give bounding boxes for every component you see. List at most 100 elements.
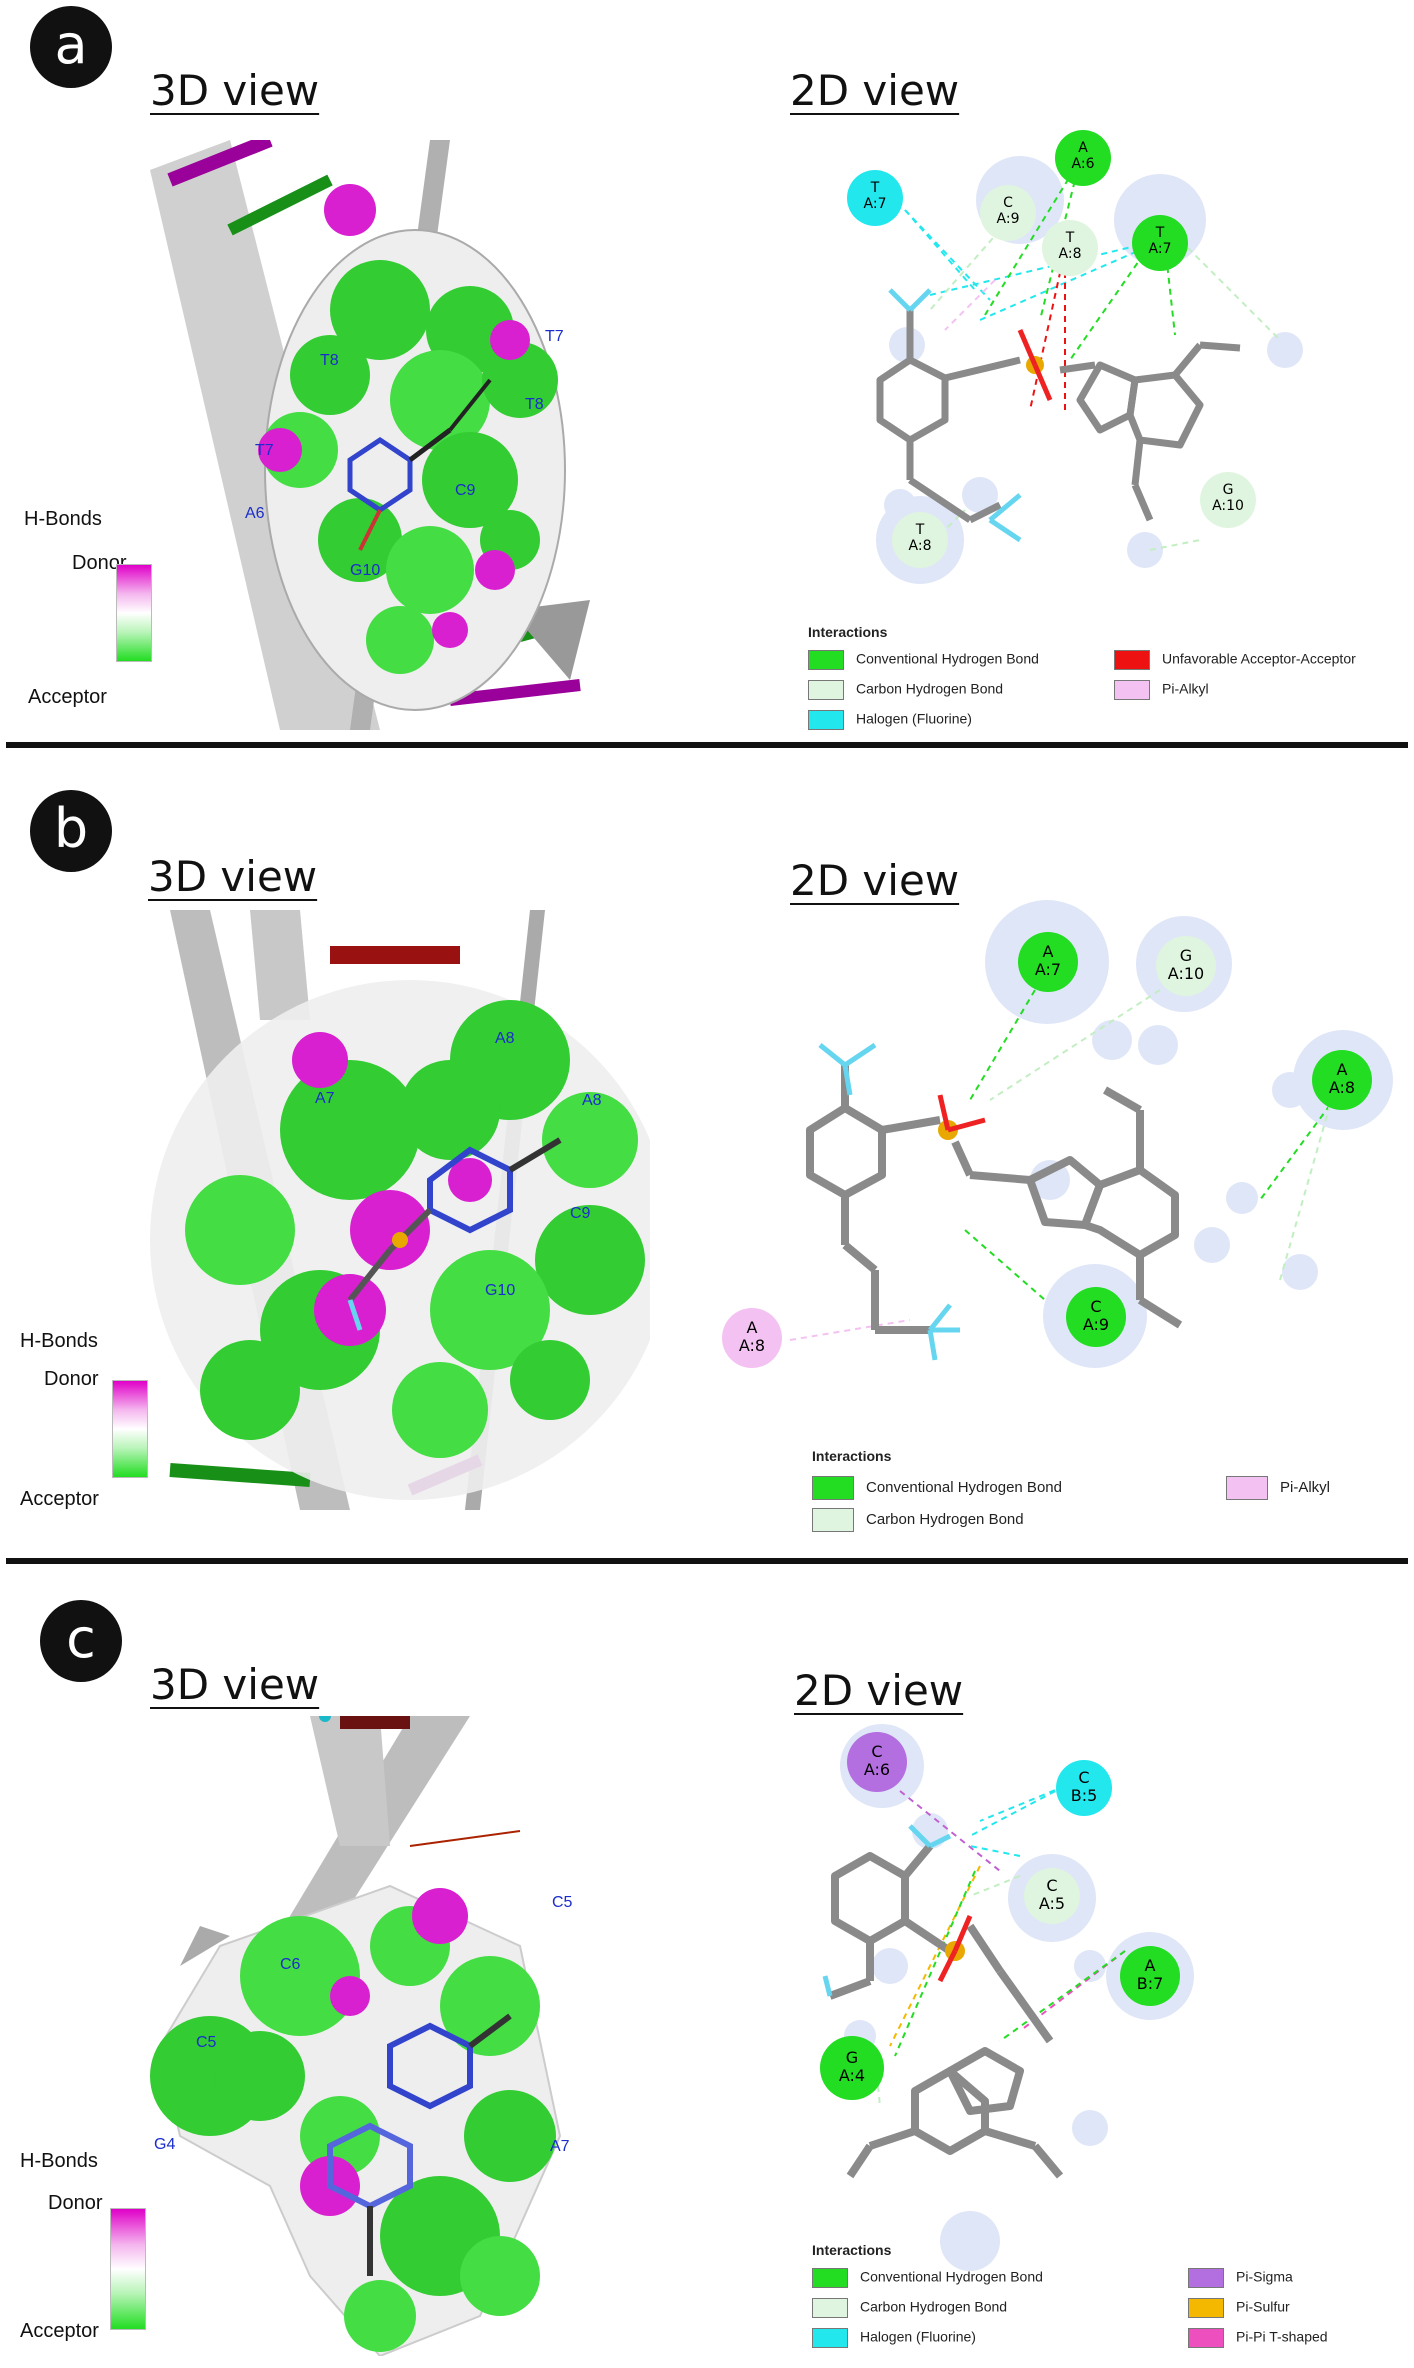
donor-label: Donor [44, 1368, 99, 1390]
residue-label-3d: C9 [455, 482, 476, 499]
title-3d-c: 3D view [150, 1660, 320, 1709]
legend-item: Conventional Hydrogen Bond [812, 2268, 1043, 2288]
residue-id: A:8 [1058, 246, 1082, 262]
hbonds-key-b: H-Bonds Donor Acceptor [20, 1330, 160, 1530]
donor-label: Donor [48, 2192, 103, 2214]
legend-swatch [812, 2328, 848, 2348]
residue-label-3d: A7 [315, 1090, 335, 1107]
residue-chain: A [1144, 1956, 1156, 1975]
residue-label-3d: G10 [350, 562, 381, 579]
panel-a: a 3D view 2D view [0, 0, 1414, 742]
residue-label-3d: C5 [552, 1894, 573, 1911]
residue-chain: T [1155, 225, 1165, 241]
residue-chain: G [1222, 482, 1234, 498]
hbonds-title: H-Bonds [20, 2150, 98, 2172]
hbond-gradient-bar [112, 1380, 148, 1478]
legend-title: Interactions [808, 624, 888, 640]
residue-chain: C [1046, 1876, 1058, 1895]
legend-item: Pi-Alkyl [1226, 1476, 1330, 1500]
residue-label-3d: T7 [255, 442, 274, 459]
legend-swatch [1188, 2268, 1224, 2288]
panel-letter-b: b [30, 790, 112, 872]
legend-item: Halogen (Fluorine) [808, 710, 972, 730]
3d-view-c: C5 C6 C5 G4 A7 [140, 1716, 600, 2356]
donor-label: Donor [72, 552, 127, 574]
residue-chain: T [870, 180, 880, 196]
residue-id: A:7 [1034, 960, 1062, 979]
legend-item: Pi-Alkyl [1114, 680, 1209, 700]
hbond-gradient-bar [116, 564, 152, 662]
residue-label-3d: C5 [196, 2034, 217, 2051]
residue-id: A:8 [1328, 1078, 1356, 1097]
residue-chain: C [1078, 1768, 1090, 1787]
legend-item: Carbon Hydrogen Bond [812, 2298, 1007, 2318]
title-2d-b: 2D view [790, 856, 960, 905]
acceptor-label: Acceptor [20, 2320, 99, 2342]
legend-item: Carbon Hydrogen Bond [808, 680, 1003, 700]
residue-chain: A [1042, 942, 1054, 961]
legend-swatch [812, 1508, 854, 1532]
legend-title: Interactions [812, 2242, 892, 2258]
residue-id: A:10 [1167, 964, 1205, 983]
residue-label-3d: G4 [154, 2136, 176, 2153]
interactions-legend-b: Interactions Conventional Hydrogen Bond … [812, 1448, 1372, 1548]
residue-id: A:7 [1148, 241, 1172, 257]
legend-item: Pi-Sulfur [1188, 2298, 1290, 2318]
residue-id: A:6 [863, 1760, 891, 1779]
legend-item: Pi-Pi T-shaped [1188, 2328, 1328, 2348]
residue-label-3d: T8 [320, 352, 339, 369]
title-3d-b: 3D view [148, 852, 318, 901]
residue-id: A:6 [1071, 156, 1095, 172]
hbond-gradient-bar [110, 2208, 146, 2330]
legend-item: Conventional Hydrogen Bond [812, 1476, 1062, 1500]
legend-swatch [808, 680, 844, 700]
residue-label-3d: G10 [485, 1282, 516, 1299]
panel-divider [6, 742, 1408, 748]
residue-chain: C [871, 1742, 883, 1761]
interactions-legend-a: Interactions Conventional Hydrogen Bond … [808, 624, 1408, 734]
panel-c: c 3D view 2D view [0, 1576, 1414, 2368]
3d-view-b: A8 A7 A8 C9 G10 [150, 910, 650, 1510]
legend-swatch [1114, 650, 1150, 670]
acceptor-label: Acceptor [28, 686, 107, 708]
legend-swatch [1226, 1476, 1268, 1500]
legend-swatch [1188, 2328, 1224, 2348]
residue-label-3d: T8 [525, 396, 544, 413]
residue-id: B:5 [1070, 1786, 1098, 1805]
legend-swatch [812, 1476, 854, 1500]
hbonds-title: H-Bonds [24, 508, 102, 530]
residue-chain: A [1078, 140, 1088, 156]
legend-item: Unfavorable Acceptor-Acceptor [1114, 650, 1356, 670]
residue-chain: G [1179, 946, 1193, 965]
residue-label-3d: A8 [495, 1030, 515, 1047]
residue-id: A:8 [908, 538, 932, 554]
residue-chain: C [1090, 1297, 1102, 1316]
residue-id: A:8 [738, 1336, 766, 1355]
residue-id: A:10 [1212, 498, 1244, 514]
residue-label-3d: A7 [550, 2138, 570, 2155]
legend-item: Pi-Sigma [1188, 2268, 1293, 2288]
legend-swatch [1188, 2298, 1224, 2318]
hbonds-key-c: H-Bonds Donor Acceptor [20, 2150, 160, 2360]
residue-chain: C [1003, 195, 1013, 211]
title-3d-a: 3D view [150, 66, 320, 115]
legend-swatch [1114, 680, 1150, 700]
title-2d-a: 2D view [790, 66, 960, 115]
panel-letter-c: c [40, 1600, 122, 1682]
hbonds-key-a: H-Bonds Donor Acceptor [20, 508, 160, 708]
residue-id: B:7 [1136, 1974, 1164, 1993]
